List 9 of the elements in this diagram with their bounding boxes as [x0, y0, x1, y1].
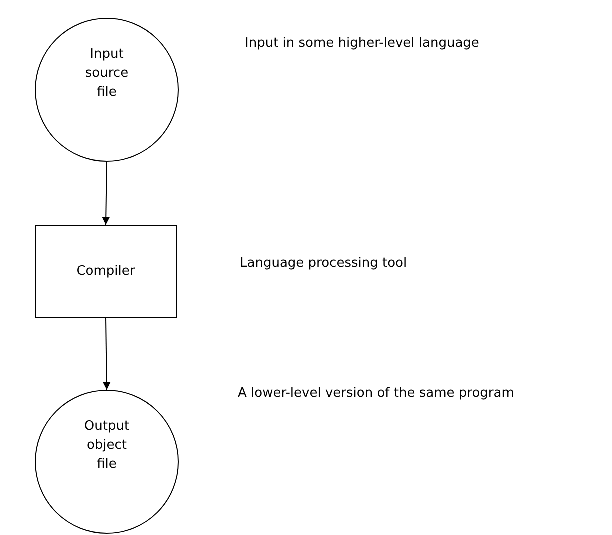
arrow: [102, 318, 111, 390]
node-label: Output object file: [83, 418, 131, 474]
arrow: [102, 162, 110, 226]
node-label: Input source file: [84, 46, 130, 102]
description-text: Input in some higher-level language: [245, 36, 480, 51]
node-label: Compiler: [76, 263, 136, 281]
process-box: [35, 225, 177, 318]
description-text: A lower-level version of the same program: [238, 386, 514, 401]
description-text: Language processing tool: [240, 256, 408, 271]
